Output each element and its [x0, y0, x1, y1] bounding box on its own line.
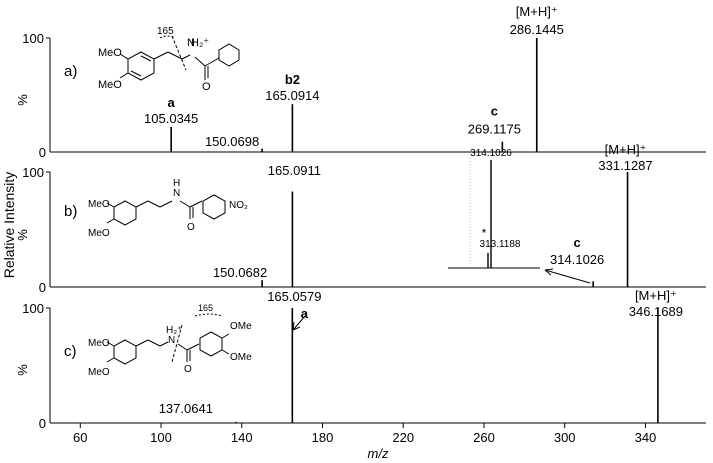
structure-a	[119, 35, 240, 81]
panel-a-ytick-top: 100	[22, 31, 44, 46]
structure-b-nitro: NO₂	[229, 200, 248, 211]
panel-a-label: a)	[64, 63, 77, 80]
peak-tag-a-3: c	[491, 104, 498, 119]
x-tick-label-180: 180	[312, 430, 334, 445]
panel-a-ytick-bottom: 0	[39, 145, 46, 160]
x-axis-ticks: 60 100 140 180 220 260 300 340	[73, 423, 656, 445]
structure-b-nh: N	[173, 188, 180, 199]
structure-c-nh: N	[168, 335, 175, 346]
panel-c-y-unit: %	[15, 364, 30, 376]
structure-c-ome-2: OMe	[230, 352, 252, 363]
x-tick-label-340: 340	[635, 430, 657, 445]
peak-label-b-2: 314.1026	[550, 252, 604, 267]
structure-b-meo-1: MeO	[88, 199, 110, 210]
panel-b-y-unit: %	[15, 229, 30, 241]
x-axis-label: m/z	[368, 446, 389, 461]
peak-tag-b-2: c	[574, 235, 581, 250]
panel-a-y-unit: %	[15, 94, 30, 106]
panel-b-axes: 100 0 %	[15, 165, 706, 295]
inset-peak-label-0: 313.1188	[480, 239, 521, 250]
structure-a-nh: N	[187, 37, 195, 49]
inset-b: 313.1188* 314.1026	[448, 148, 591, 284]
structure-c-ome-1: OMe	[230, 321, 252, 332]
panel-a-axes: 100 0 %	[15, 31, 706, 160]
inset-pointer-arrow	[544, 269, 591, 284]
inset-peak-label-1: 314.1026	[470, 148, 512, 159]
peak-label-a-3: 269.1175	[468, 122, 521, 137]
inset-peak-tag-0: *	[482, 226, 487, 240]
structure-b-meo-2: MeO	[88, 228, 110, 239]
structure-a-o: O	[202, 81, 211, 93]
x-tick-label-220: 220	[392, 430, 414, 445]
panel-b-ytick-bottom: 0	[39, 280, 46, 295]
panel-c-peaks: 137.0641 165.0579 a 346.1689[M+H]⁺	[159, 288, 683, 423]
structure-a-nh-h: H₂⁺	[191, 37, 209, 49]
peak-label-b-1: 165.0911	[268, 163, 321, 178]
peak-label-a-2: 165.0914	[265, 88, 319, 103]
structure-c-meo-1: MeO	[88, 338, 110, 349]
structure-c-meo-2: MeO	[88, 367, 110, 378]
peak-tag-b-3: [M+H]⁺	[605, 142, 647, 157]
inset-peaks: 313.1188* 314.1026	[470, 148, 521, 268]
peak-tag-a-0: a	[168, 95, 176, 110]
panel-c-ytick-bottom: 0	[39, 416, 46, 431]
structure-c	[106, 313, 230, 365]
peak-label-a-1: 150.0698	[205, 134, 259, 149]
structure-b	[106, 194, 226, 226]
panel-c-axes: 100 0 %	[15, 301, 706, 431]
structure-b-nh-h: H	[173, 178, 180, 189]
panel-b-peaks: 150.0682 165.0911 314.1026 c 331.1287[M+H]⁺	[213, 142, 653, 287]
x-tick-label-60: 60	[73, 430, 87, 445]
panel-b-label: b)	[64, 203, 77, 220]
peak-tag-c-1: a	[301, 306, 309, 321]
peak-label-b-0: 150.0682	[213, 265, 267, 280]
structure-a-fragment: 165	[157, 26, 174, 37]
x-tick-label-140: 140	[231, 430, 253, 445]
panel-b-ytick-top: 100	[22, 165, 44, 180]
peak-label-b-3: 331.1287	[598, 158, 652, 173]
panel-c-label: c)	[64, 343, 77, 360]
structure-c-o: O	[184, 364, 192, 375]
panel-c-ytick-top: 100	[22, 301, 44, 316]
peak-label-c-0: 137.0641	[159, 401, 213, 416]
structure-a-meo-2: MeO	[98, 79, 122, 91]
structure-c-fragment: 165	[198, 303, 213, 313]
y-axis-label: Relative Intensity	[1, 172, 17, 279]
peak-tag-c-2: [M+H]⁺	[635, 288, 677, 303]
structure-a-meo-1: MeO	[98, 47, 122, 59]
annotation-arrow-c	[292, 315, 306, 331]
peak-label-a-0: 105.0345	[144, 111, 198, 126]
x-tick-label-260: 260	[473, 430, 495, 445]
structure-b-o: O	[187, 222, 195, 233]
peak-label-c-1: 165.0579	[267, 289, 321, 304]
peak-label-a-4: 286.1445	[510, 22, 564, 37]
structure-c-nh-h: H₂⁺	[166, 325, 182, 336]
peak-tag-a-2: b2	[285, 72, 300, 87]
peak-tag-a-4: [M+H]⁺	[516, 4, 558, 19]
x-tick-label-300: 300	[554, 430, 576, 445]
x-tick-label-100: 100	[150, 430, 172, 445]
peak-label-c-2: 346.1689	[629, 304, 683, 319]
